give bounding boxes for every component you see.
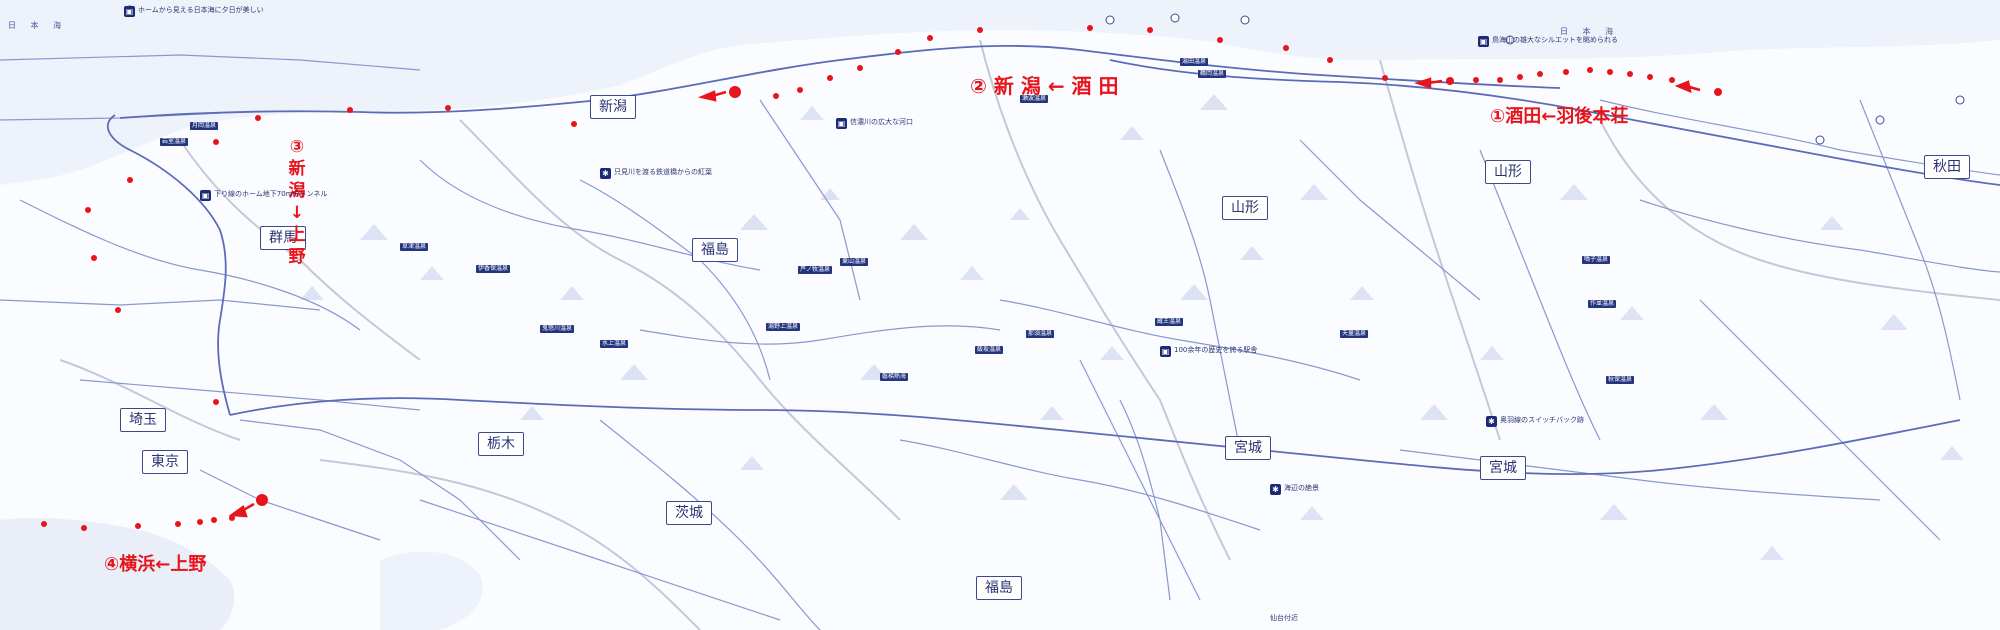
onsen-badge: 飯坂温泉 [975, 346, 1004, 354]
onsen-badge: 磐梯熱海 [880, 373, 909, 381]
pref-yamagata-b: 山形 [1485, 160, 1531, 184]
onsen-badge: 瀬波温泉 [1020, 95, 1049, 103]
pref-niigata: 新潟 [590, 95, 636, 119]
pref-yamagata-a: 山形 [1222, 196, 1268, 220]
onsen-badge: 那須温泉 [1026, 330, 1055, 338]
onsen-badge: 草津温泉 [400, 243, 429, 251]
onsen-badge: 湯野上温泉 [766, 323, 801, 331]
note-4: ✱只見川を渡る鉄道橋からの紅葉 [600, 168, 712, 179]
onsen-badge: 東山温泉 [840, 258, 869, 266]
note-6: ▣100余年の歴史を誇る駅舎 [1160, 346, 1258, 357]
snow-icon: ✱ [600, 168, 611, 179]
route-label-4: ④横浜←上野 [104, 554, 207, 575]
pref-tochigi: 栃木 [478, 432, 524, 456]
note-7: ✱奥羽線のスイッチバック跡 [1486, 416, 1584, 427]
onsen-badge: 蔵王温泉 [1155, 318, 1184, 326]
note-1: ▣ホームから見える日本海に夕日が美しい [124, 6, 264, 17]
note-5: ▣下り線のホーム地下70mのトンネル [200, 190, 328, 201]
onsen-badge: 作並温泉 [1588, 300, 1617, 308]
onsen-badge: 鶴岡温泉 [1198, 70, 1227, 78]
pref-fukushima-b: 福島 [976, 576, 1022, 600]
pref-miyagi-b: 宮城 [1480, 456, 1526, 480]
route-label-2: ② 新 潟 ← 酒 田 [970, 74, 1119, 98]
route-label-1: ①酒田←羽後本荘 [1490, 106, 1629, 127]
pref-saitama: 埼玉 [120, 408, 166, 432]
pref-miyagi-a: 宮城 [1225, 436, 1271, 460]
onsen-badge: 岩室温泉 [160, 138, 189, 146]
snow-icon: ✱ [1486, 416, 1497, 427]
camera-icon: ▣ [1160, 346, 1171, 357]
sea-label-west: 日 本 海 [8, 21, 68, 30]
onsen-badge: 湯田温泉 [1180, 58, 1209, 66]
sea-label-east: 日 本 海 [1560, 27, 1620, 36]
pref-fukushima-a: 福島 [692, 238, 738, 262]
onsen-badge: 秋保温泉 [1606, 376, 1635, 384]
onsen-badge: 鬼怒川温泉 [540, 325, 575, 333]
camera-icon: ▣ [1478, 36, 1489, 47]
onsen-badge: 天童温泉 [1340, 330, 1369, 338]
route-label-3: ③ 新 潟 ↓ 上 野 [288, 137, 306, 267]
onsen-badge: 鳴子温泉 [1582, 256, 1611, 264]
bay-area-2 [380, 551, 483, 630]
note-3: ▣信濃川の広大な河口 [836, 118, 913, 129]
camera-icon: ▣ [200, 190, 211, 201]
note-9: 仙台付近 [1270, 614, 1298, 622]
camera-icon: ▣ [124, 6, 135, 17]
onsen-badge: 伊香保温泉 [476, 265, 511, 273]
bay-area [0, 518, 235, 630]
pref-akita: 秋田 [1924, 155, 1970, 179]
onsen-badge: 水上温泉 [600, 340, 629, 348]
onsen-badge: 月岡温泉 [190, 122, 219, 130]
note-2: ▣鳥海山の雄大なシルエットを眺められる [1478, 36, 1618, 47]
pref-tokyo: 東京 [142, 450, 188, 474]
sea-area [0, 0, 2000, 185]
onsen-badge: 芦ノ牧温泉 [798, 266, 833, 274]
camera-icon: ▣ [836, 118, 847, 129]
pref-ibaraki: 茨城 [666, 501, 712, 525]
snow-icon: ✱ [1270, 484, 1281, 495]
note-8: ✱海辺の絶景 [1270, 484, 1319, 495]
pref-gunma: 群馬 [260, 226, 306, 250]
